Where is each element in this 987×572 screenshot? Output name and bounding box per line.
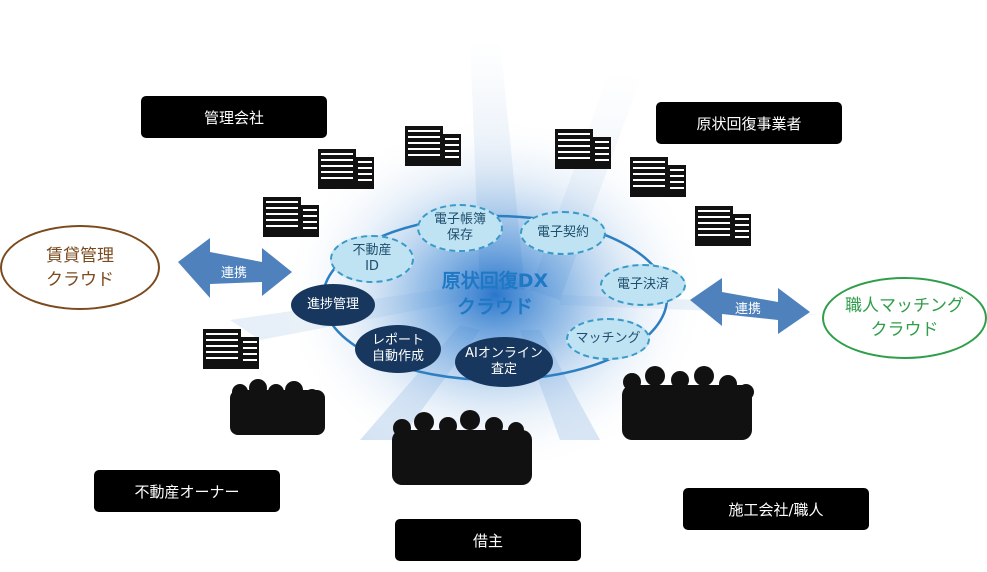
- center-title: 原状回復DX クラウド: [441, 270, 549, 318]
- building-icon: [203, 329, 259, 369]
- label-restoration: 原状回復事業者: [656, 102, 842, 144]
- label-contractor: 施工会社/職人: [683, 488, 869, 530]
- arrow-label-left: 連携: [220, 266, 247, 281]
- building-icon: [695, 206, 751, 246]
- feature-epay: 電子決済: [600, 264, 686, 306]
- feature-realestate-id: 不動産 ID: [330, 235, 414, 283]
- center-glow: [280, 115, 710, 475]
- arrow-label-right: 連携: [734, 302, 761, 317]
- crowd-icon: [230, 379, 325, 435]
- feature-ai: AIオンライン 査定: [455, 337, 553, 387]
- double-arrow-icon: [690, 278, 810, 334]
- feature-report: レポート 自動作成: [355, 325, 441, 373]
- building-icon: [630, 157, 686, 197]
- feature-econtract: 電子契約: [520, 211, 606, 255]
- rental-cloud: 賃貸管理 クラウド: [0, 225, 160, 310]
- label-owner: 不動産オーナー: [94, 470, 280, 512]
- label-management: 管理会社: [141, 96, 327, 138]
- matching-cloud: 職人マッチング クラウド: [822, 277, 987, 359]
- feature-ebook: 電子帳簿 保存: [417, 204, 503, 252]
- feature-matching: マッチング: [566, 318, 650, 360]
- label-tenant: 借主: [395, 519, 581, 561]
- crowd-icon: [622, 366, 754, 440]
- double-arrow-icon: [178, 238, 292, 298]
- feature-progress: 進捗管理: [291, 284, 375, 326]
- crowd-icon: [392, 410, 532, 485]
